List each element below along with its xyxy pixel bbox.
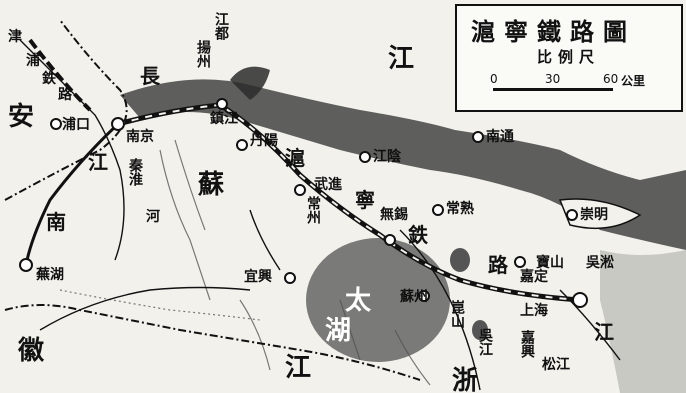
tai-lake xyxy=(306,238,450,362)
city-markers xyxy=(19,98,588,308)
city-label-wujin: 武進 xyxy=(314,177,342,193)
railway-label-tie: 鉄 xyxy=(408,223,428,247)
city-label-changzhou: 常州 xyxy=(305,196,321,224)
map-title: 滬寧鐵路圖 xyxy=(471,17,636,46)
railway-label-lu: 路 xyxy=(488,253,508,277)
city-label-jiaxing: 嘉興 xyxy=(519,330,535,358)
city-label-yangzhou: 揚州 xyxy=(195,40,211,68)
hu-label: 湖 xyxy=(325,316,352,346)
city-label-pukou: 浦口 xyxy=(62,117,90,133)
river-label-top: 江 xyxy=(388,44,415,74)
river-label-bottom: 江 xyxy=(285,353,312,383)
city-label-danyang: 丹陽 xyxy=(250,133,278,149)
yangtze-river xyxy=(120,79,686,250)
city-label-kunshan: 崑山 xyxy=(449,300,465,328)
tie-label: 鉄 xyxy=(42,71,56,87)
qinhuai-label: 秦淮 xyxy=(127,158,143,186)
scale-bar xyxy=(493,88,613,91)
city-label-yixing: 宜興 xyxy=(244,269,272,285)
city-label-zhenjiang: 鎮江 xyxy=(210,111,238,127)
city-label-wuxi: 無錫 xyxy=(380,207,408,223)
city-marker-chongming xyxy=(566,209,578,221)
city-marker-jiangyin xyxy=(359,151,371,163)
city-marker-suzhou xyxy=(418,290,430,302)
city-label-wuhu: 蕪湖 xyxy=(36,267,64,283)
railway-label-ning: 寧 xyxy=(355,188,375,212)
lu-label: 路 xyxy=(58,87,72,103)
city-label-chongming: 崇明 xyxy=(580,207,608,223)
minor-rivers xyxy=(19,39,621,391)
city-marker-jiading xyxy=(514,256,526,268)
province-boundary xyxy=(4,19,421,381)
city-marker-wuxi xyxy=(384,234,396,246)
city-marker-nantong xyxy=(472,131,484,143)
hui-label: 徽 xyxy=(18,336,45,366)
zhe-label: 浙 xyxy=(452,366,479,393)
city-label-wusong: 吳淞 xyxy=(586,255,614,271)
he-label: 河 xyxy=(146,209,160,225)
city-marker-wuhu xyxy=(19,258,33,272)
city-marker-nanjing xyxy=(111,117,125,131)
city-label-songjiang: 松江 xyxy=(542,357,570,373)
jiang-right-label: 江 xyxy=(594,320,614,344)
city-label-suzhou: 蘇州 xyxy=(400,289,428,305)
city-label-shanghai: 上海 xyxy=(520,303,548,319)
city-label-nantong: 南通 xyxy=(486,129,514,145)
city-label-jiangyin: 江陰 xyxy=(373,149,401,165)
scale-tick-30: 30 xyxy=(545,72,561,86)
city-marker-danyang xyxy=(236,139,248,151)
an-label: 安 xyxy=(8,102,35,132)
small-lake-1 xyxy=(450,248,470,272)
jin-label: 津 xyxy=(8,29,22,45)
small-lake-2 xyxy=(472,320,488,340)
scale-title: 比例尺 xyxy=(537,48,601,66)
jiangsu-region-label: 蘇 xyxy=(198,170,225,200)
river-label-chang: 長 xyxy=(140,64,160,88)
tai-label: 太 xyxy=(345,286,372,316)
pu-label: 浦 xyxy=(26,53,40,69)
railway-label-hu: 滬 xyxy=(285,146,305,170)
map-title-box: 滬寧鐵路圖 比例尺 0 30 60 公里 xyxy=(455,4,683,112)
city-marker-zhenjiang xyxy=(216,98,228,110)
city-marker-changzhou xyxy=(294,184,306,196)
east-sea xyxy=(600,250,686,393)
nan-label: 南 xyxy=(46,210,66,234)
city-label-nanjing: 南京 xyxy=(126,129,154,145)
city-label-wujiang: 吳江 xyxy=(477,328,493,356)
ning-wu-railway xyxy=(23,122,120,271)
city-marker-changshu xyxy=(432,204,444,216)
hu-ning-railway xyxy=(117,102,581,303)
city-marker-yixing xyxy=(284,272,296,284)
jinpu-railway xyxy=(28,38,92,112)
city-label-jiading: 嘉定 xyxy=(520,269,548,285)
scale-tick-60: 60 xyxy=(603,72,619,86)
jiang-mid-label: 江 xyxy=(88,150,108,174)
scale-tick-0: 0 xyxy=(490,72,498,86)
chongming-island xyxy=(558,198,642,230)
city-label-baoshan: 寶山 xyxy=(536,255,564,271)
city-marker-pukou xyxy=(50,118,62,130)
river-inlet xyxy=(230,66,270,100)
city-marker-shanghai xyxy=(572,292,588,308)
city-label-changshu: 常熟 xyxy=(446,201,474,217)
scale-unit: 公里 xyxy=(621,74,646,88)
city-label-jiangdu: 江都 xyxy=(213,12,229,40)
